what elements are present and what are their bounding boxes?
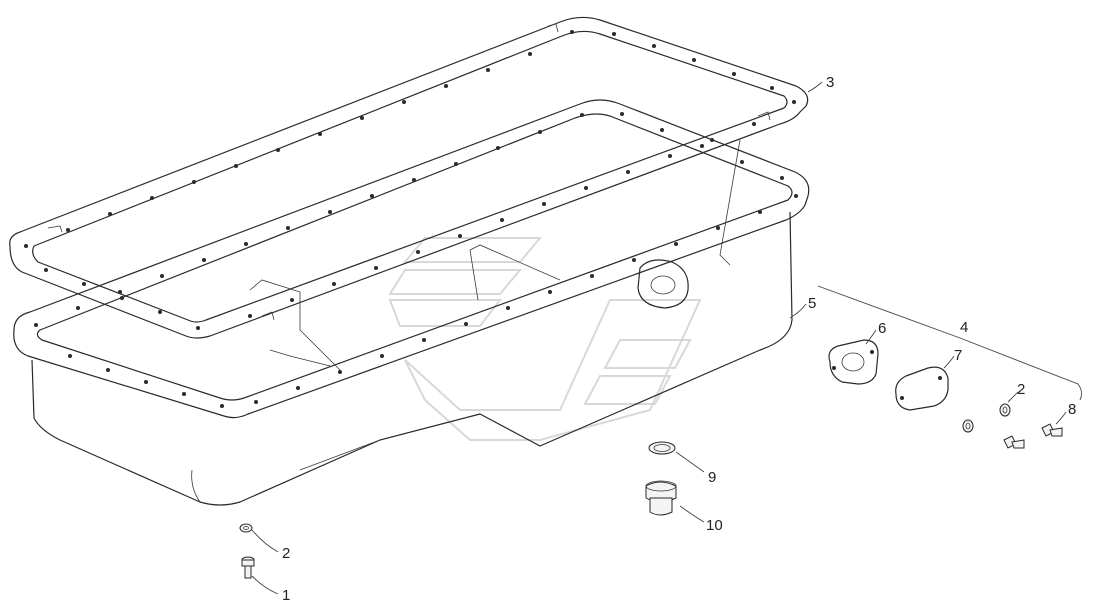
callouts: 1 2 2 3 4 5 6 7 8 9 10 — [282, 74, 1076, 604]
callout-5: 5 — [808, 295, 816, 312]
drain-plug — [645, 480, 677, 516]
callout-3: 3 — [826, 74, 834, 91]
callout-8: 8 — [1068, 401, 1076, 418]
callout-6: 6 — [878, 320, 886, 337]
callout-7: 7 — [954, 347, 962, 364]
callout-10: 10 — [706, 517, 723, 534]
bolt — [241, 556, 255, 579]
sealing-ring — [648, 441, 676, 455]
leader-lines — [251, 81, 1083, 595]
washer — [239, 523, 253, 533]
callout-1: 1 — [282, 587, 290, 604]
bolt — [1041, 423, 1063, 437]
gasket — [9, 16, 809, 339]
cover-plate — [895, 366, 949, 411]
washer — [962, 419, 974, 433]
bolt — [1003, 435, 1025, 449]
cover-gasket — [828, 339, 879, 385]
callout-2: 2 — [282, 545, 290, 562]
callout-2: 2 — [1017, 381, 1025, 398]
washer — [999, 403, 1011, 417]
oil-pan — [13, 99, 810, 506]
watermark-logo — [388, 237, 702, 441]
callout-9: 9 — [708, 469, 716, 486]
callout-4: 4 — [960, 319, 968, 336]
